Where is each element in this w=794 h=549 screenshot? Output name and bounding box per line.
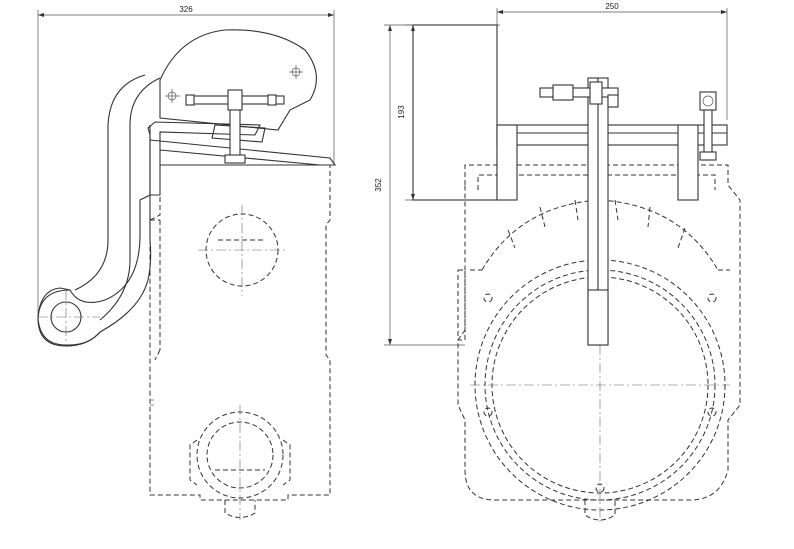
left-clamp-hook [147,29,337,196]
dimension-label-193: 193 [397,105,406,119]
dimension-label-326: 326 [179,5,193,14]
right-body-outline [457,164,741,525]
right-small-bolt [699,91,717,161]
left-curved-arm [37,74,161,347]
left-body-outline [149,164,331,501]
right-upper-frame [412,24,728,346]
dimension-label-352: 352 [374,178,383,192]
left-view: 326 [37,5,337,520]
right-fins [507,199,686,249]
right-clamp-screw [539,81,619,108]
dimension-height-total: 352 [374,24,465,346]
right-view: 250 193 352 [374,2,741,525]
dimension-label-250: 250 [605,2,619,11]
left-upper-circle [198,205,286,296]
dimension-width-left: 326 [37,5,335,320]
left-lower-circle [189,405,291,520]
